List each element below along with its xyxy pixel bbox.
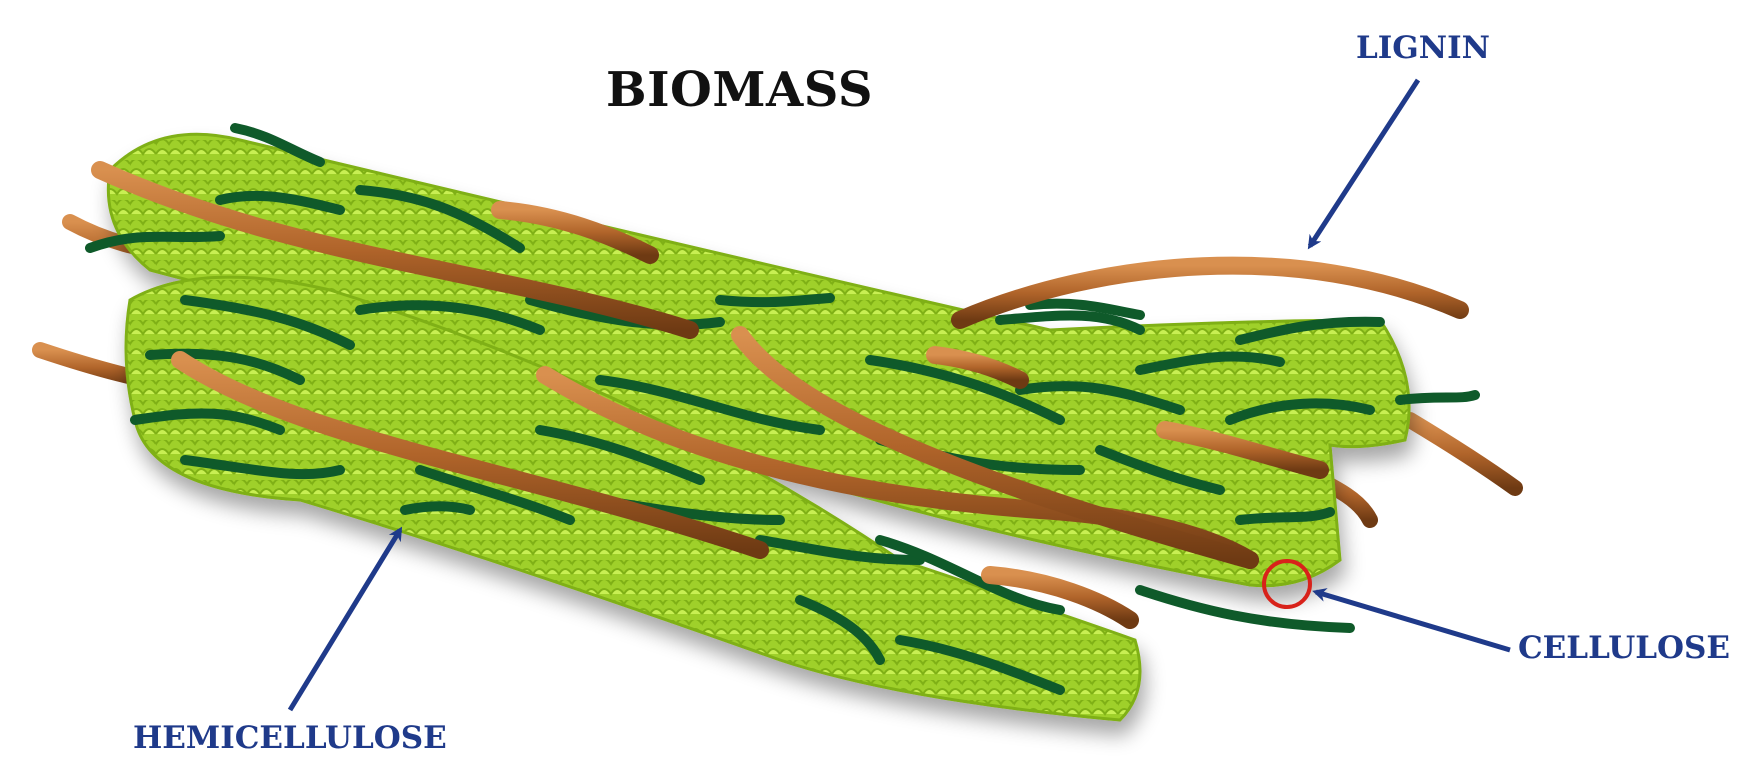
- lignin-label: LIGNIN: [1356, 30, 1490, 66]
- diagram-title: BIOMASS: [606, 62, 873, 118]
- hemicellulose-arrow: [290, 530, 400, 710]
- cellulose-arrow: [1316, 592, 1510, 650]
- cellulose-label: CELLULOSE: [1518, 630, 1730, 666]
- hemicellulose-label: HEMICELLULOSE: [133, 720, 447, 756]
- lignin-arrow: [1310, 80, 1418, 246]
